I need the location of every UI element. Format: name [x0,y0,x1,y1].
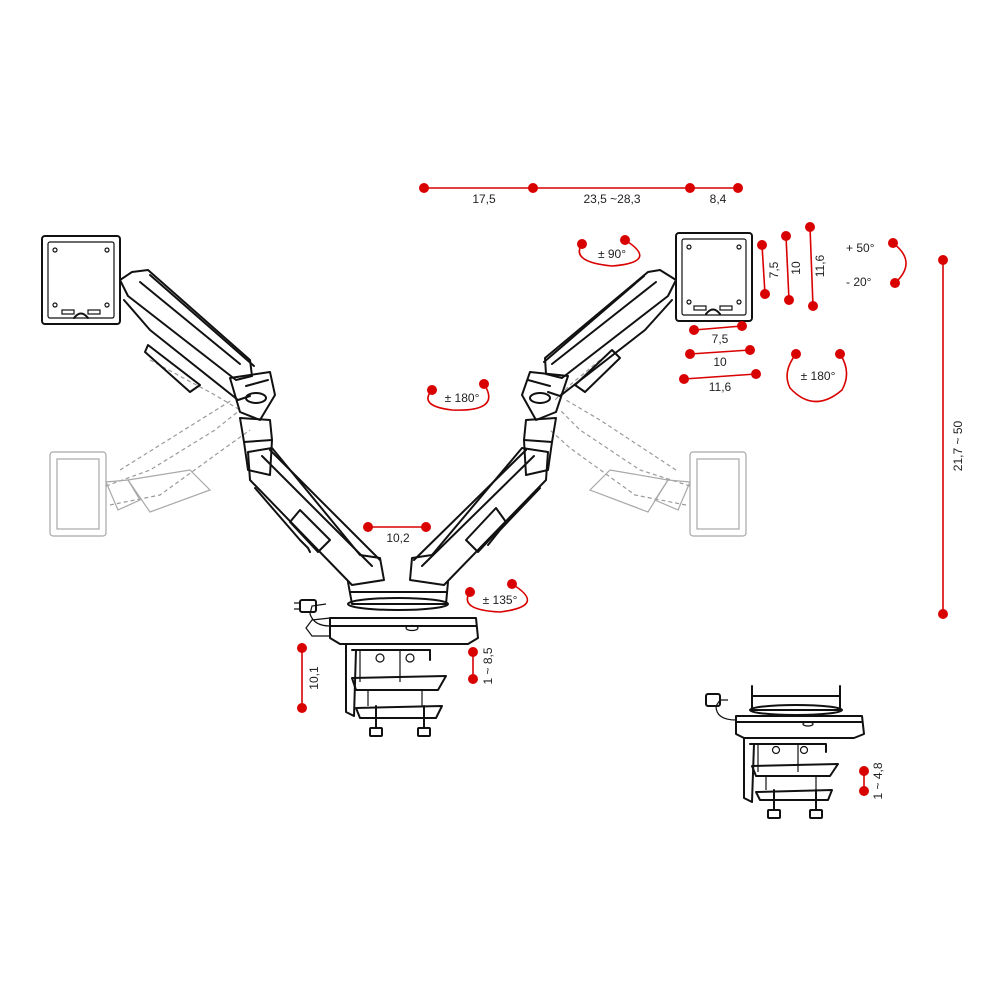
power-cable [294,599,331,627]
dim-label-clamp-height: 10,1 [307,666,321,690]
tilt-down-label: - 20° [846,275,872,289]
left-vesa-plate [41,235,121,325]
dim-label-height-range: 21,7 ~ 50 [951,420,965,471]
right-vesa-plate [675,232,753,322]
dim-label-top-mid: 23,5 ~28,3 [583,192,640,206]
right-lower-arm [409,417,557,586]
base-swivel-indicator: ± 135° [465,579,529,613]
left-lower-arm [239,417,385,586]
dim-label-vesa-v1: 7,5 [767,261,781,278]
dimension-clamp-range: 1 ~ 8,5 [468,647,495,685]
dim-label-vesa-v2: 10 [789,261,803,275]
rotation-90-indicator: ± 90° [577,235,641,267]
tilt-indicator: + 50° - 20° [846,238,907,289]
center-post-and-base [305,581,479,645]
ghost-right-assembly [549,359,747,537]
right-upper-arm [521,269,677,421]
dim-label-vesa-v3: 11,6 [813,254,827,277]
dimension-grommet-range: 1 ~ 4,8 [859,762,885,800]
dim-label-vesa-h1: 7,5 [712,332,729,346]
dim-label-top-right: 8,4 [710,192,727,206]
swivel-right-indicator: ± 180° [786,349,848,403]
left-upper-arm [119,269,276,421]
dimension-arm-gap: 10,2 [363,522,431,545]
dim-label-vesa-h2: 10 [713,355,727,369]
swivel-left-label: ± 180° [445,391,480,405]
ghost-left-assembly [49,359,251,537]
dimension-clamp-height: 10,1 [297,643,321,713]
grommet-mount-detail [705,685,865,819]
base-swivel-label: ± 135° [483,593,518,607]
dim-label-arm-gap: 10,2 [386,531,410,545]
dim-label-clamp-range: 1 ~ 8,5 [481,647,495,684]
dim-label-top-left: 17,5 [472,192,496,206]
desk-clamp [345,643,447,737]
dimension-height-range: 21,7 ~ 50 [938,255,965,619]
rotation-90-label: ± 90° [598,247,626,261]
dimension-top-width: 17,5 23,5 ~28,3 8,4 [419,183,743,206]
dimension-vesa-vertical: 7,5 10 11,6 [757,222,827,311]
swivel-left-indicator: ± 180° [427,379,490,411]
tilt-up-label: + 50° [846,241,875,255]
dim-label-grommet-range: 1 ~ 4,8 [871,762,885,799]
swivel-right-label: ± 180° [801,369,836,383]
dimension-vesa-horizontal: 7,5 10 11,6 [679,321,761,394]
dim-label-vesa-h3: 11,6 [709,380,732,394]
